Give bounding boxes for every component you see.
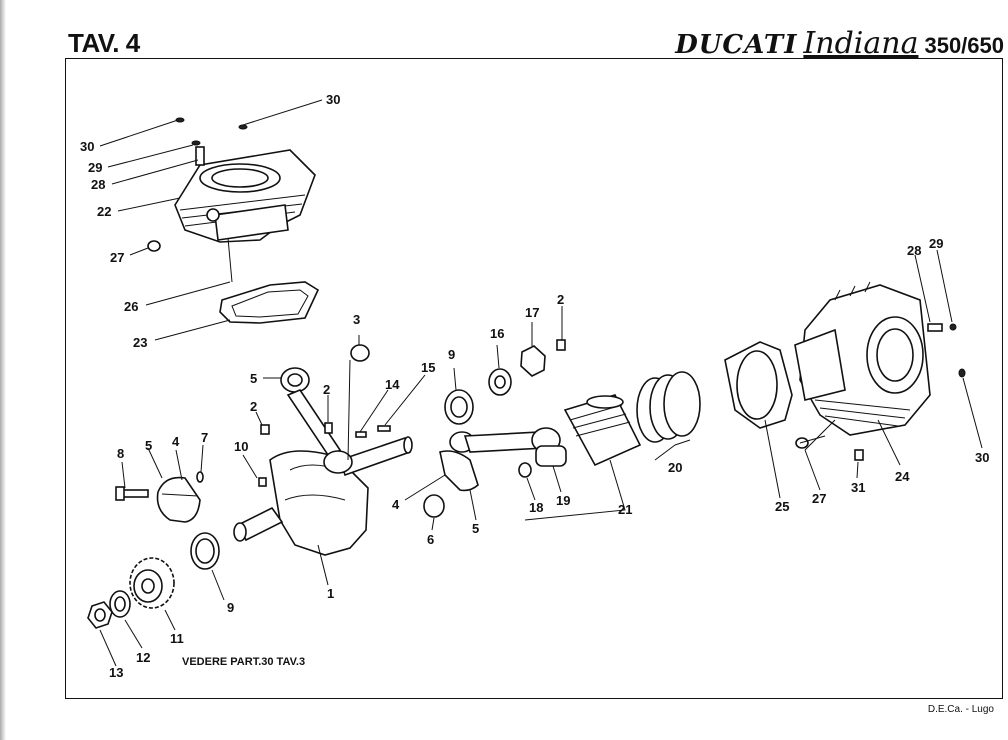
label-27-right: 27 [812,491,826,506]
label-5-left: 5 [145,438,152,453]
head-gasket-right [724,341,793,429]
leader-lines [99,99,983,667]
key-14 [355,431,367,438]
label-16: 16 [490,326,504,341]
label-9-right: 9 [448,347,455,362]
crankshaft [233,436,413,556]
washer-29 [191,140,201,146]
part-number-labels: 30 30 29 28 22 27 26 23 3 5 2 2 14 15 8 … [80,92,989,680]
label-29-left: 29 [88,160,102,175]
label-30-top: 30 [326,92,340,107]
label-21: 21 [618,502,632,517]
label-11: 11 [170,631,184,646]
label-20: 20 [668,460,682,475]
label-4-left: 4 [172,434,180,449]
cylinder-right [794,281,931,436]
label-13: 13 [109,665,123,680]
label-9-left: 9 [227,600,234,615]
nut-2c [556,339,566,351]
model-name: Indiana [803,26,919,61]
label-6: 6 [427,532,434,547]
stud-31 [854,449,864,461]
label-18: 18 [529,500,543,515]
label-8: 8 [117,446,124,461]
label-26: 26 [124,299,138,314]
washer-30a [175,117,185,123]
label-5-top: 5 [250,371,257,386]
brand-name: DUCATI [675,30,798,60]
washer-30b [238,124,248,130]
bushing-3 [350,344,370,362]
gear-11 [129,557,175,609]
label-25: 25 [775,499,789,514]
piston-rings-20 [636,371,701,443]
bushing-6 [423,494,445,518]
label-30-right: 30 [975,450,989,465]
label-24: 24 [895,469,910,484]
label-29-right: 29 [929,236,943,251]
label-28-right: 28 [907,243,921,258]
label-2-right: 2 [557,292,564,307]
nut-2a [260,424,270,435]
label-15: 15 [421,360,435,375]
label-23: 23 [133,335,147,350]
label-10: 10 [234,439,248,454]
page-title: TAV. 4 [68,28,140,58]
label-2-left: 2 [250,399,257,414]
label-31: 31 [851,480,865,495]
label-1: 1 [327,586,334,601]
head-gasket-left [219,281,320,324]
washer-29-right [949,323,957,331]
washer-30-right [958,368,966,378]
label-22: 22 [97,204,111,219]
dowel-27b [795,437,809,449]
label-12: 12 [136,650,150,665]
scan-edge [0,0,6,740]
key-15 [377,425,391,432]
gudgeon-pin-19 [535,445,567,467]
bolt-8 [115,486,149,501]
label-2-mid: 2 [323,382,330,397]
label-7: 7 [201,430,208,445]
label-5-right: 5 [472,521,479,536]
pin-7 [196,471,204,483]
label-19: 19 [556,493,570,508]
nut-17 [520,345,546,377]
label-14: 14 [385,377,400,392]
label-17: 17 [525,305,539,320]
circlip-18 [518,462,532,478]
label-30-left: 30 [80,139,94,154]
piston-21 [563,394,642,467]
credit: D.E.Ca. - Lugo [927,704,994,715]
nut-2b [324,422,333,434]
pin-28-right [927,323,943,332]
label-3: 3 [353,312,360,327]
stud-26 [227,237,233,283]
reference-note: VEDERE PART.30 TAV.3 [182,656,305,668]
label-28-left: 28 [91,177,105,192]
label-27-left: 27 [110,250,124,265]
conrod-left [280,367,353,474]
bearing-shell-right [439,450,479,492]
bearing-shell-left [156,476,201,523]
diagram-frame [65,58,1003,699]
dowel-27a [147,240,161,252]
cylinder-head-left [174,146,316,243]
displacement: 350/650 [924,33,1004,58]
brand-logo: DUCATI Indiana 350/650 [675,26,1004,61]
pin-10 [258,477,267,487]
label-4-right: 4 [392,497,400,512]
